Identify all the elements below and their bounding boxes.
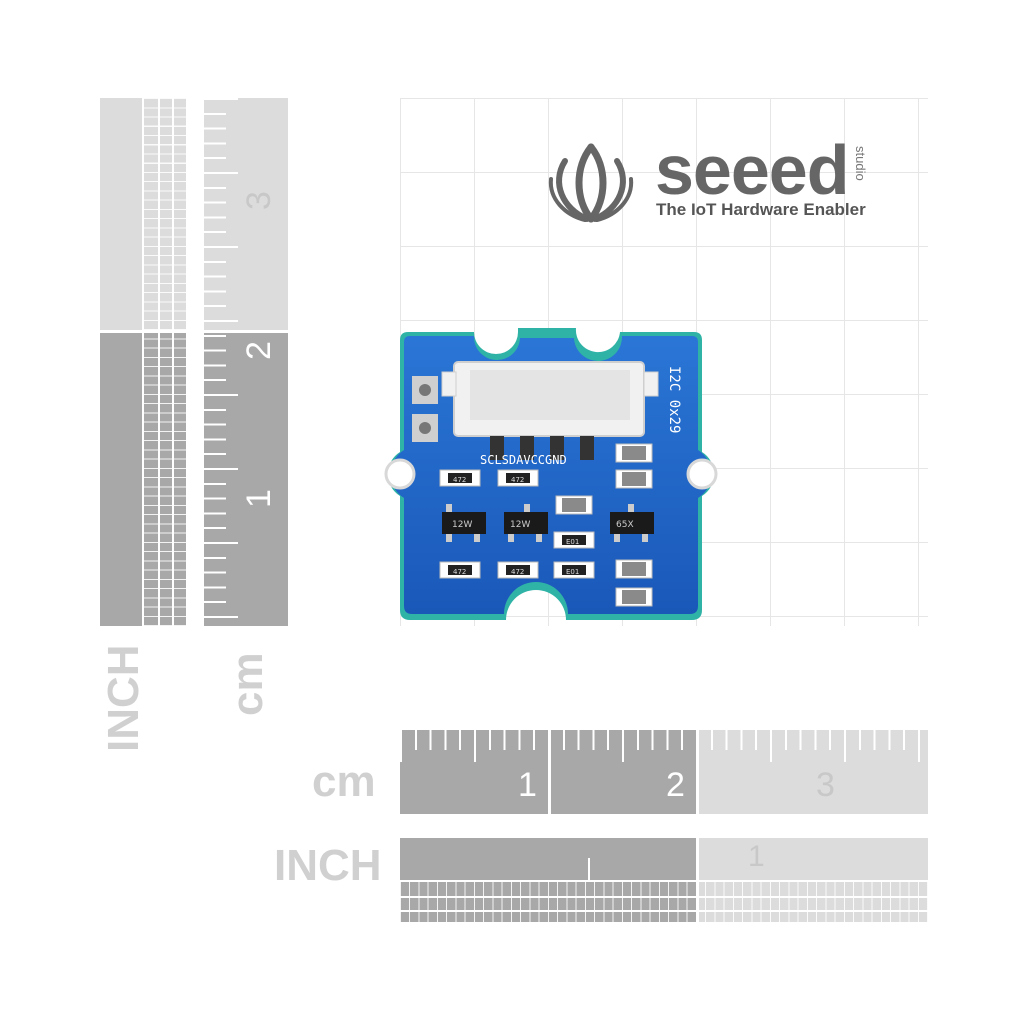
res-label-2: 472	[511, 476, 524, 484]
brand-sub: studio	[853, 146, 868, 181]
transistor-label-1: 12W	[452, 520, 472, 530]
cm-number-3: 3	[816, 766, 835, 804]
brand-name: seeed	[655, 131, 849, 209]
vertical-inch-ruler: 1	[100, 98, 237, 626]
cm-unit-label: cm	[312, 757, 376, 806]
sensor-board: I2C 0x29 SCLSDAVCCGND 472 472 12W 12W 65…	[384, 328, 718, 620]
cm-number-1: 1	[518, 766, 537, 804]
seeed-logo-icon	[548, 143, 634, 223]
cm-ruler-number-3: 3	[240, 191, 278, 210]
e01-label-2: E01	[566, 568, 579, 576]
brand-tagline: The IoT Hardware Enabler	[656, 200, 866, 219]
cm-ruler-number-1: 1	[240, 489, 278, 508]
res-label-4: 472	[511, 568, 524, 576]
e01-label-1: E01	[566, 538, 579, 546]
res-label-1: 472	[453, 476, 466, 484]
res-label-3: 472	[453, 568, 466, 576]
cm-unit-label-vertical: cm	[223, 652, 272, 716]
cm-number-2: 2	[666, 766, 685, 804]
vertical-cm-ruler: 3 2 1	[204, 98, 288, 626]
horizontal-inch-ruler: 1	[400, 838, 928, 922]
pin-labels: SCLSDAVCCGND	[480, 453, 567, 467]
transistor-label-3: 65X	[616, 520, 634, 530]
transistor-label-2: 12W	[510, 520, 530, 530]
inch-unit-label-vertical: INCH	[99, 644, 148, 752]
horizontal-cm-ruler: 1 2 3	[400, 730, 928, 814]
inch-unit-label: INCH	[274, 841, 382, 890]
inch-number-1: 1	[748, 840, 765, 873]
cm-ruler-number-2: 2	[240, 341, 278, 360]
i2c-label: I2C 0x29	[666, 366, 682, 433]
